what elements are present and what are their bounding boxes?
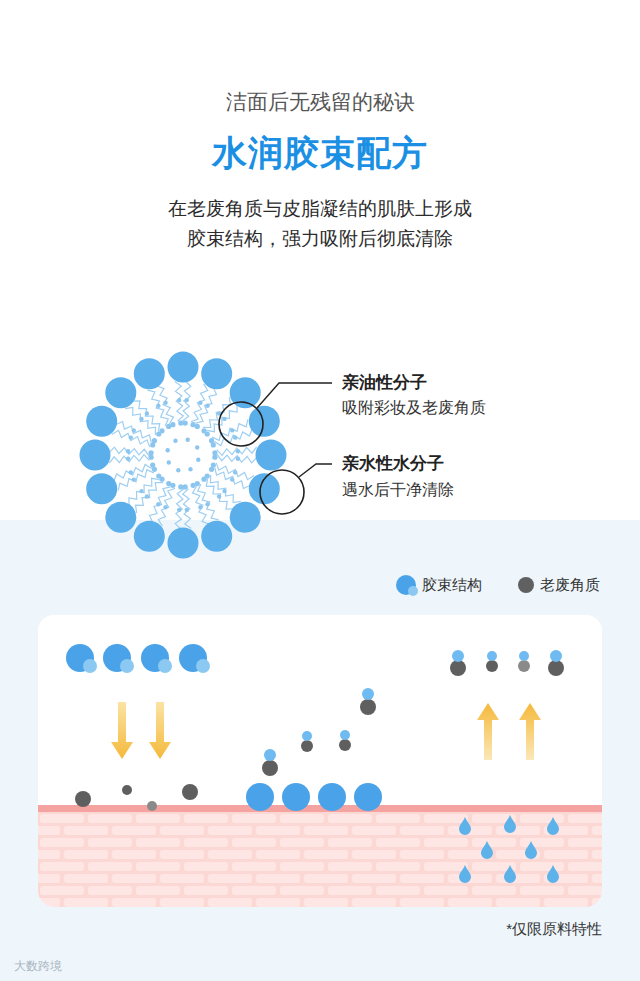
legend-text: 胶束结构: [422, 575, 482, 595]
stage-1: [66, 644, 210, 811]
legend-text: 老废角质: [540, 575, 600, 595]
lower-ground: [0, 520, 640, 981]
watermark: 大数跨境: [14, 958, 62, 975]
legend-swatch-dot: [408, 586, 418, 596]
stage-2: [246, 688, 382, 811]
legend-swatch: [518, 577, 534, 593]
callout-heading: 亲油性分子: [342, 371, 427, 394]
micelle: [80, 352, 287, 559]
callout-text: 遇水后干净清除: [342, 480, 454, 501]
leader-line: [299, 464, 332, 477]
callout-heading: 亲水性水分子: [342, 452, 444, 475]
footnote: *仅限原料特性: [506, 920, 602, 939]
stage-3: [450, 650, 564, 883]
leader-line: [257, 383, 332, 408]
title: 水润胶束配方: [0, 130, 640, 177]
callout-ring: [260, 470, 304, 514]
kicker: 洁面后无残留的秘诀: [0, 88, 640, 116]
callout-text: 吸附彩妆及老废角质: [342, 398, 486, 419]
callout-ring: [219, 402, 263, 446]
subtitle: 在老废角质与皮脂凝结的肌肤上形成 胶束结构，强力吸附后彻底清除: [140, 194, 500, 255]
